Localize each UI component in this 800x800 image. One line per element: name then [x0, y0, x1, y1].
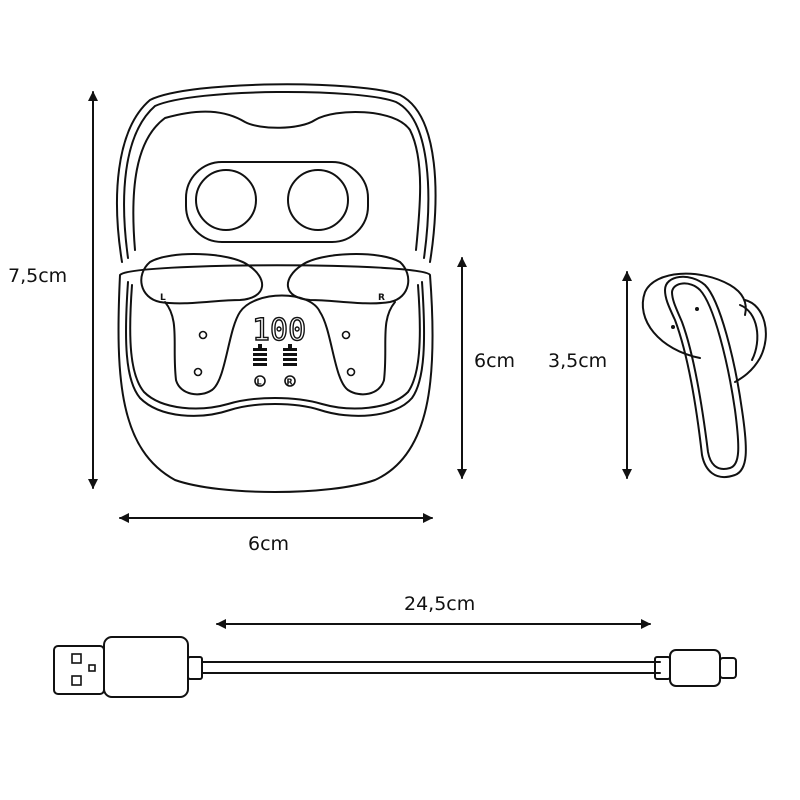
dimension-cable-length: 24,5cm	[216, 593, 651, 629]
case-width-label: 6cm	[248, 533, 289, 555]
dimension-earbud-height: 3,5cm	[548, 271, 632, 479]
right-cavity	[287, 169, 349, 231]
earbud	[641, 272, 767, 478]
dimension-case-width: 6cm	[119, 513, 433, 555]
right-battery-icon	[283, 344, 297, 366]
right-indicator: R	[287, 378, 293, 387]
earbud-height-label: 3,5cm	[548, 350, 607, 372]
charging-case: L R 100 L R	[116, 83, 437, 493]
case-lid	[116, 83, 437, 263]
base-height-label: 6cm	[474, 350, 515, 372]
left-label: L	[160, 293, 166, 303]
earbud-cavity-outline	[185, 161, 369, 243]
left-earbud-slot	[140, 253, 264, 305]
cable-length-label: 24,5cm	[404, 593, 475, 615]
right-earbud-slot	[286, 253, 410, 305]
left-battery-icon	[253, 344, 267, 366]
usb-c-housing	[669, 649, 721, 687]
dimension-base-height: 6cm	[457, 257, 515, 479]
right-label: R	[378, 293, 385, 303]
left-indicator: L	[257, 378, 262, 387]
battery-display: 100	[252, 313, 306, 348]
dimension-case-height: 7,5cm	[8, 91, 98, 489]
case-height-label: 7,5cm	[8, 265, 67, 287]
left-cavity	[195, 169, 257, 231]
usb-cable	[53, 636, 737, 698]
usb-a-housing	[103, 636, 189, 698]
usb-c-plug	[719, 657, 737, 679]
case-base: L R 100 L R	[117, 253, 434, 493]
